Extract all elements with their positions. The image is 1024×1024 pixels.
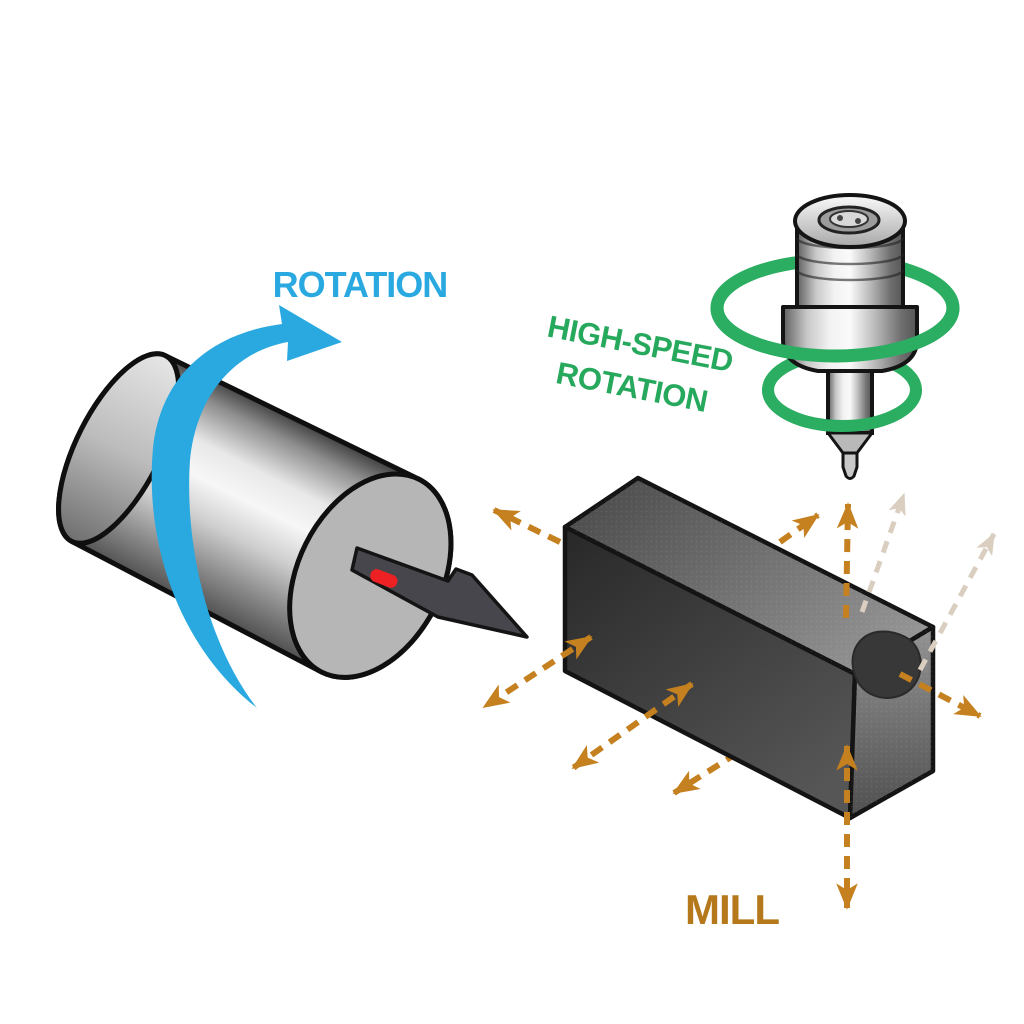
cutting-tool-icon: [350, 546, 529, 639]
mill-workpiece-icon: [562, 475, 936, 821]
mill-block-group: [482, 475, 997, 910]
axis-arrow-top-up-right: [778, 512, 820, 545]
axis-arrow-up-left: [492, 507, 562, 545]
mill-caption-label: MILL: [685, 886, 780, 933]
axis-arrow-vertical-up: [836, 502, 859, 619]
axis-arrow-tan-right: [917, 532, 997, 672]
rotation-arc-icon: [151, 305, 342, 708]
tool-insert-red: [370, 569, 398, 588]
axis-arrows-tan-icon: [859, 492, 997, 672]
machined-notch: [851, 630, 922, 699]
axis-arrow-notch-down-right: [898, 671, 982, 719]
mill-spindle-icon: [781, 193, 919, 480]
spindle-rings-front: [710, 301, 960, 432]
lathe-workpiece-icon: [56, 351, 454, 680]
end-mill-bit: [841, 451, 859, 480]
axis-arrow-front-double: [571, 681, 694, 771]
mill-spindle-group: [710, 193, 960, 480]
axis-arrows-icon: [482, 502, 982, 910]
lathe-rotation-label: ROTATION: [272, 264, 449, 305]
